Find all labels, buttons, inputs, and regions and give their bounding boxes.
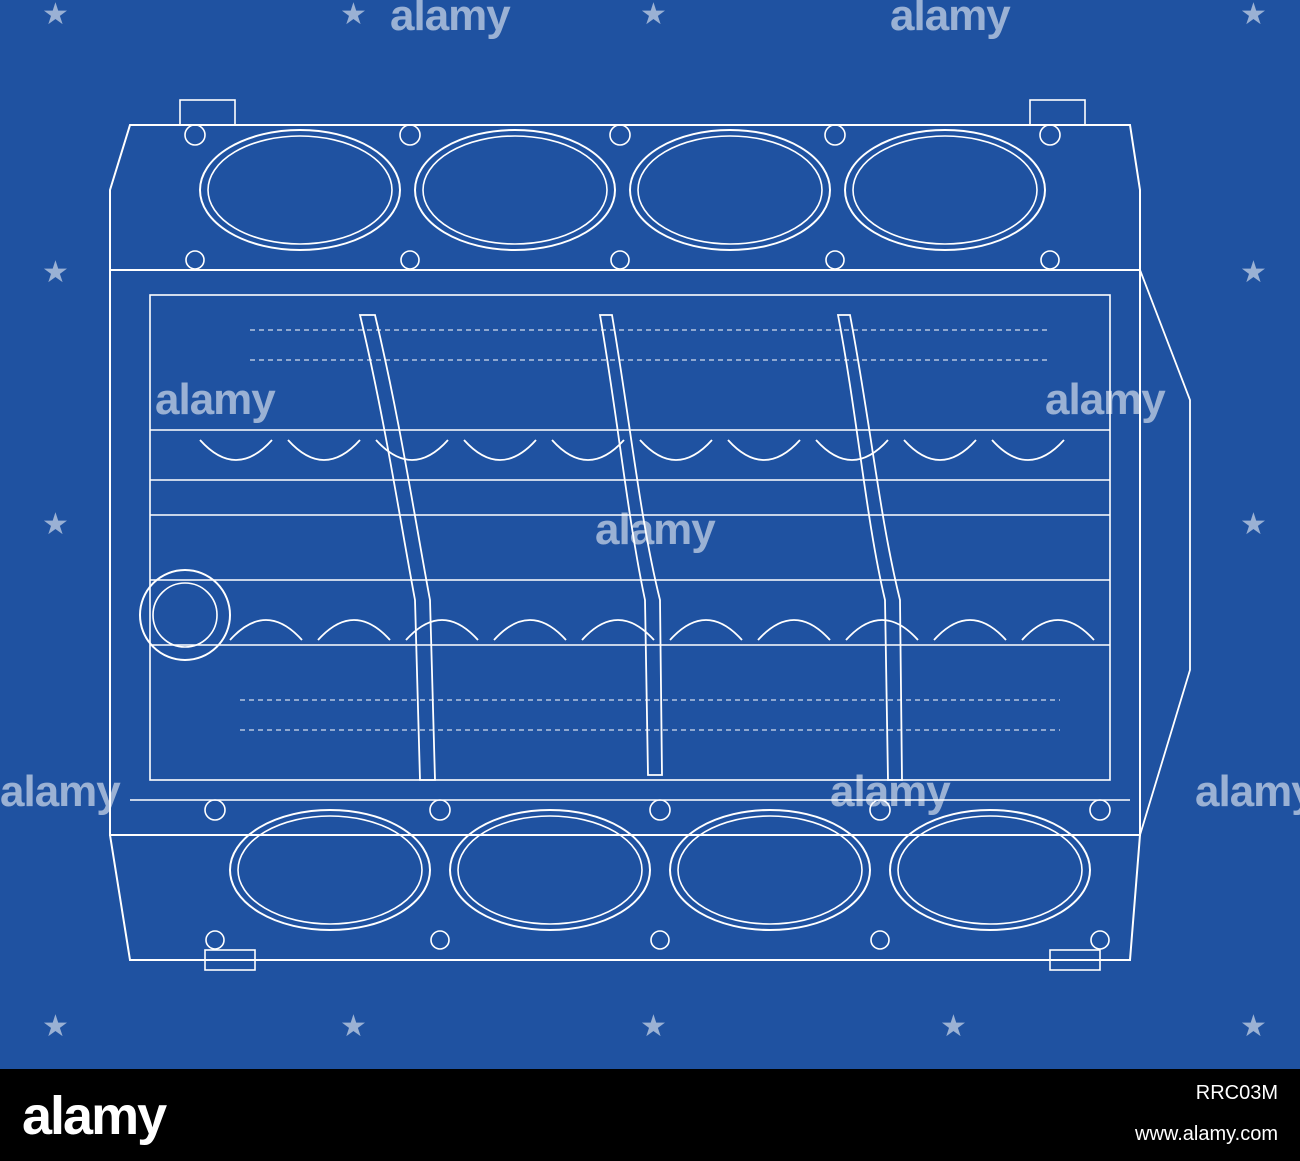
bulkhead-web [598, 314, 663, 776]
bearing-saddle-upper [991, 439, 1065, 461]
bearing-saddle-upper [375, 439, 449, 461]
bearing-saddle-upper [551, 439, 625, 461]
front-seal-ring [139, 569, 231, 661]
cylinder-bore-bottom-inner [457, 815, 643, 925]
hidden-line [240, 329, 1060, 731]
watermark-text: alamy [390, 0, 511, 40]
bolt-hole [609, 124, 631, 146]
cylinder-bore-top [844, 129, 1046, 251]
bolt-hole [869, 799, 891, 821]
cylinder-bore-bottom [889, 809, 1091, 931]
bearing-saddle-upper [727, 439, 801, 461]
bearing-saddle-upper [287, 439, 361, 461]
bolt-hole [204, 799, 226, 821]
cylinder-bore-bottom-inner [237, 815, 423, 925]
watermark-text: alamy [830, 767, 951, 816]
mount-tab [1029, 99, 1086, 126]
bolt-hole [870, 930, 890, 950]
bearing-saddle-lower [317, 619, 391, 641]
star-icon: ★ [640, 1009, 667, 1044]
cylinder-bore-bottom [669, 809, 871, 931]
bolt-hole [1039, 124, 1061, 146]
cylinder-bore-bottom-inner [897, 815, 1083, 925]
star-icon: ★ [1240, 255, 1267, 290]
bearing-saddle-upper [463, 439, 537, 461]
star-icon: ★ [42, 255, 69, 290]
star-icon: ★ [42, 0, 69, 32]
bearing-saddle-upper [199, 439, 273, 461]
bulkhead-web [836, 314, 903, 781]
star-icon: ★ [1240, 507, 1267, 542]
bearing-saddle-lower [1021, 619, 1095, 641]
cylinder-bore-top-inner [637, 135, 823, 245]
bearing-saddle-lower [845, 619, 919, 641]
watermark-text: alamy [890, 0, 1011, 40]
bolt-hole [400, 250, 420, 270]
watermark-text: alamy [0, 767, 121, 816]
cylinder-bore-bottom [449, 809, 651, 931]
footer-site-url: www.alamy.com [1135, 1123, 1278, 1145]
bolt-hole [610, 250, 630, 270]
mount-tab [204, 949, 256, 971]
watermark-text: alamy [595, 505, 716, 554]
bolt-hole [430, 930, 450, 950]
bolt-hole [205, 930, 225, 950]
bolt-hole [429, 799, 451, 821]
bolt-hole [185, 250, 205, 270]
star-icon: ★ [42, 1009, 69, 1044]
bearing-saddle-upper [903, 439, 977, 461]
star-icon: ★ [940, 1009, 967, 1044]
cylinder-bore-top-inner [852, 135, 1038, 245]
bearing-saddle-lower [581, 619, 655, 641]
bearing-saddle-lower [669, 619, 743, 641]
engine-block-drawing [109, 99, 1191, 971]
footer-stock-id: RRC03M [1195, 1082, 1278, 1104]
watermark-text: alamy [1195, 767, 1300, 816]
star-icon: ★ [340, 0, 367, 32]
cylinder-bore-top [629, 129, 831, 251]
bearing-saddle-lower [493, 619, 567, 641]
watermark-text: alamy [1045, 375, 1166, 424]
cylinder-bore-top-inner [422, 135, 608, 245]
bolt-hole [650, 930, 670, 950]
side-flange [1139, 269, 1191, 836]
cylinder-bore-top-inner [207, 135, 393, 245]
bulkhead-web [358, 314, 436, 781]
cylinder-bore-bottom-inner [677, 815, 863, 925]
bolt-hole [399, 124, 421, 146]
blueprint-panel: alamy alamy alamy alamy alamy alamy alam… [0, 0, 1300, 1069]
star-icon: ★ [1240, 1009, 1267, 1044]
bearing-saddle-upper [639, 439, 713, 461]
bolt-hole [1040, 250, 1060, 270]
bolt-hole [825, 250, 845, 270]
footer-logo: alamy [22, 1086, 167, 1146]
bearing-saddle-lower [229, 619, 303, 641]
bolt-hole [184, 124, 206, 146]
bearing-saddle-upper [815, 439, 889, 461]
bolt-hole [824, 124, 846, 146]
bolt-hole [649, 799, 671, 821]
star-icon: ★ [340, 1009, 367, 1044]
star-icon: ★ [640, 0, 667, 32]
bolt-hole [1089, 799, 1111, 821]
watermark-text: alamy [155, 375, 276, 424]
footer-bar: alamy RRC03M www.alamy.com [0, 1069, 1300, 1161]
bearing-saddle-lower [933, 619, 1007, 641]
cylinder-bore-bottom [229, 809, 431, 931]
front-seal-ring-inner [152, 582, 218, 648]
cylinder-bore-top [414, 129, 616, 251]
star-icon: ★ [42, 507, 69, 542]
bolt-hole [1090, 930, 1110, 950]
cylinder-bore-top [199, 129, 401, 251]
bearing-saddle-lower [757, 619, 831, 641]
mount-tab [179, 99, 236, 126]
mount-tab [1049, 949, 1101, 971]
crankcase-inner [149, 294, 1111, 781]
bearing-saddle-lower [405, 619, 479, 641]
star-icon: ★ [1240, 0, 1267, 32]
